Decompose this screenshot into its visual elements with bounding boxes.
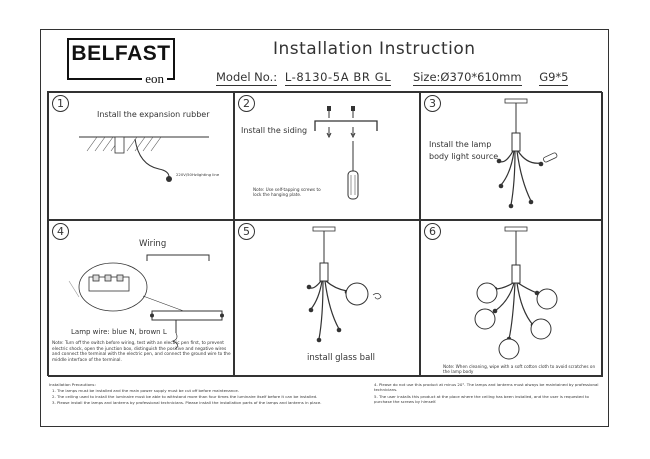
step-3-panel: 3 Install the lamp body light source (420, 92, 603, 220)
model-label: Model No.: (216, 70, 278, 86)
model-value: L-8130-5A BR GL (284, 70, 392, 86)
step-6-illustration (474, 226, 558, 360)
bulb-spec: G9*5 (539, 70, 569, 86)
precaution-5: 5. The user installs this product at the… (374, 394, 589, 404)
step-3-caption-line1: Install the lamp (429, 140, 492, 149)
steps-grid: 1 Install the expansion rubber 220V/50Hz… (47, 91, 603, 377)
step-1-illustration (79, 136, 209, 182)
step-2-illustration (314, 106, 378, 200)
brand-logo: BELFAST eon (67, 38, 175, 87)
step-6-number: 6 (424, 223, 441, 240)
step-2-note: Note: Use self-tapping screws to lock th… (253, 187, 321, 198)
step-5-illustration (306, 226, 382, 343)
step-5-number: 5 (238, 223, 255, 240)
precaution-4: 4. Please do not use this product at min… (374, 382, 599, 392)
step-6-panel: 6 (420, 220, 603, 377)
step-4-caption: Wiring (139, 239, 167, 249)
step-4-wire-label: Lamp wire: blue N, brown L (71, 328, 167, 336)
step-2-number: 2 (238, 95, 255, 112)
step-1-number: 1 (52, 95, 69, 112)
step-4-illustration (68, 254, 224, 350)
brand-name: BELFAST (71, 42, 171, 65)
step-4-panel: 4 Wiring Lamp wire: blue N, brown L Note… (48, 220, 234, 377)
precautions-heading: Installation Precautions: (49, 382, 96, 387)
model-row: Model No.: L-8130-5A BR GL Size:Ø370*610… (216, 70, 569, 86)
step-6-note: Note: When cleaning, wipe with a soft co… (443, 364, 596, 375)
step-4-number: 4 (52, 223, 69, 240)
step-1-caption: Install the expansion rubber (97, 110, 210, 119)
step-5-caption: install glass ball (307, 353, 375, 363)
size-label: Size: (412, 70, 441, 86)
instruction-sheet: BELFAST eon Installation Instruction Mod… (40, 29, 609, 427)
step-3-illustration (496, 98, 558, 209)
step-2-panel: 2 Install the siding Note: Use self-tapp… (234, 92, 420, 220)
brand-sub: eon (142, 71, 167, 87)
precaution-2: 2. The ceiling used to install the lumin… (52, 394, 318, 399)
step-3-caption-line2: body light source (429, 152, 499, 161)
precaution-3: 3. Please install the lamps and lanterns… (52, 400, 322, 405)
step-1-line-label: 220V/50Hzlighting line (176, 172, 220, 177)
step-2-caption: Install the siding (241, 126, 308, 135)
step-5-panel: 5 install g (234, 220, 420, 377)
page-title: Installation Instruction (273, 39, 476, 59)
step-4-note: Note: Turn off the switch before wiring,… (52, 341, 231, 363)
step-1-panel: 1 Install the expansion rubber 220V/50Hz… (48, 92, 234, 220)
size-value: Ø370*610mm (440, 70, 522, 86)
step-3-number: 3 (424, 95, 441, 112)
precaution-1: 1. The lamps must be installed and the m… (52, 388, 240, 393)
